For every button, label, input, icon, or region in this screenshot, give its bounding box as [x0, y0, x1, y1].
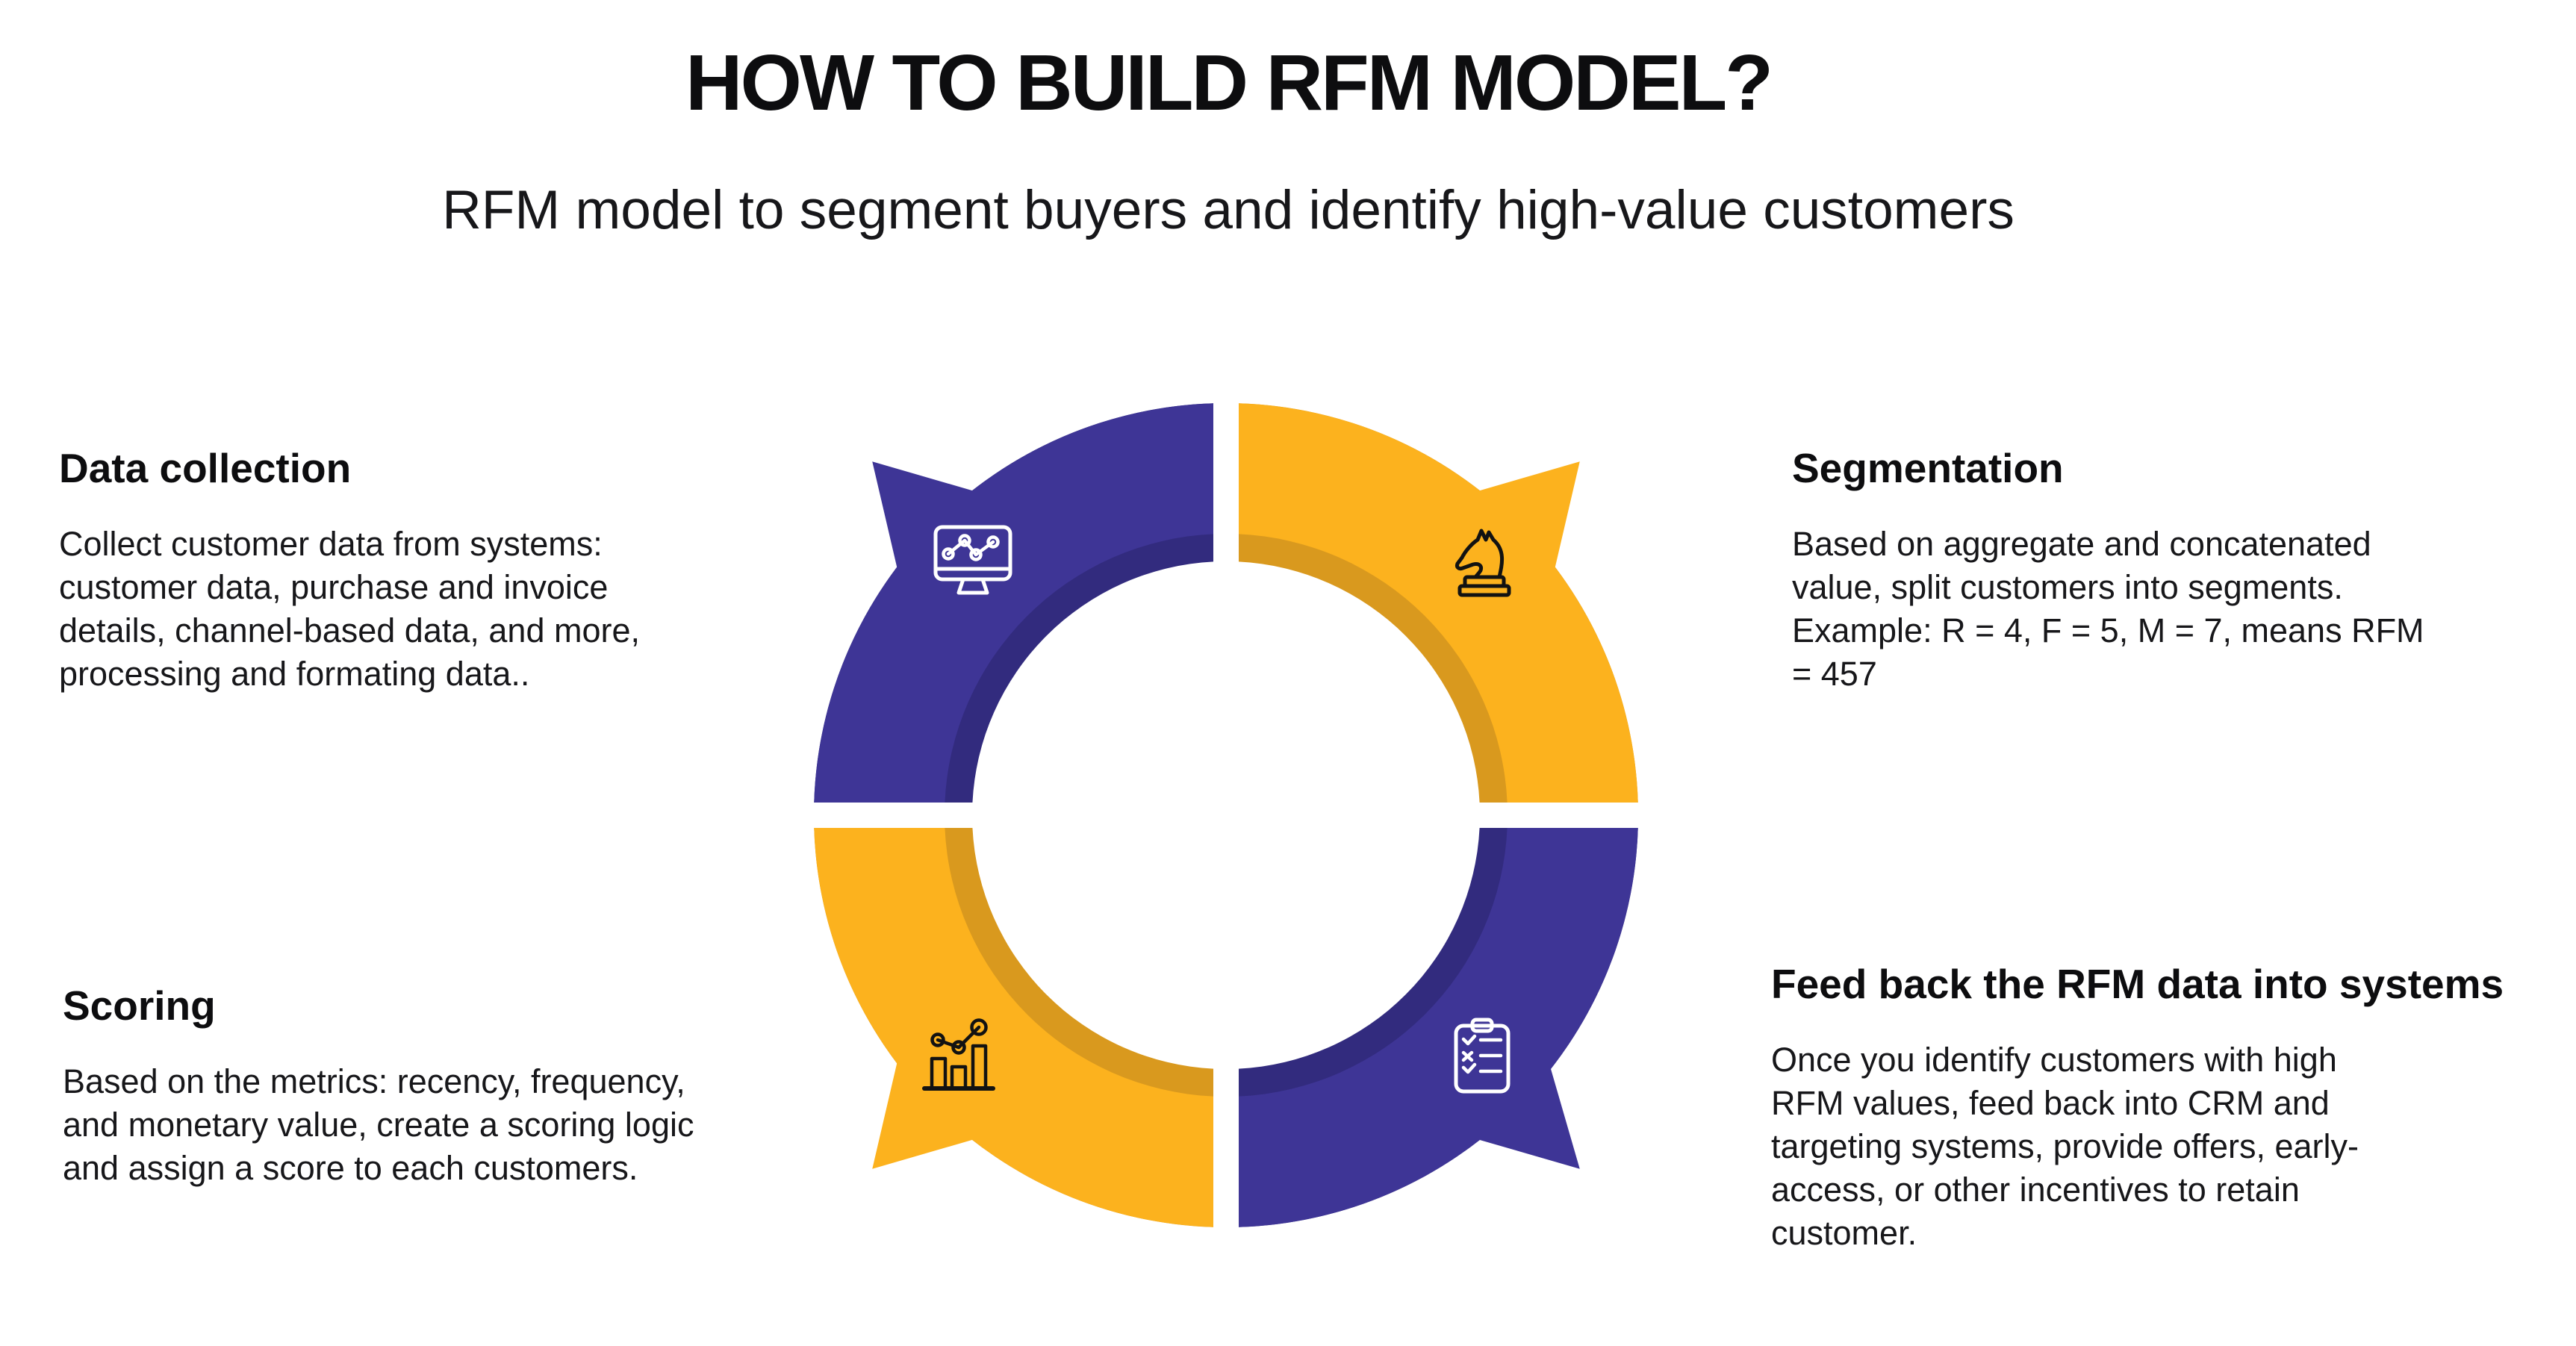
clipboard-checklist-icon [1454, 1018, 1511, 1094]
block-scoring: Scoring Based on the metrics: recency, f… [63, 985, 809, 1190]
block-segmentation-heading: Segmentation [1792, 445, 2064, 491]
block-data-collection-body: Collect customer data from systems: cust… [59, 525, 641, 693]
block-data-collection: Data collection Collect customer data fr… [59, 448, 791, 696]
block-scoring-heading: Scoring [63, 982, 216, 1029]
block-data-collection-heading: Data collection [59, 445, 352, 491]
cycle-segment-bottom-right [1239, 828, 1638, 1227]
page-title: HOW TO BUILD RFM MODEL? [685, 39, 1773, 127]
bar-chart-trend-icon [922, 1018, 995, 1091]
block-feedback-body: Once you identify customers with high RF… [1771, 1041, 2359, 1252]
page-subtitle: RFM model to segment buyers and identify… [442, 180, 2015, 240]
monitor-line-chart-icon [933, 525, 1012, 595]
cycle-segment-bottom-left [814, 828, 1213, 1227]
block-scoring-body: Based on the metrics: recency, frequency… [63, 1062, 694, 1187]
rfm-cycle-diagram [814, 403, 1638, 1227]
chess-knight-icon [1455, 529, 1511, 597]
block-feedback-heading: Feed back the RFM data into systems [1771, 961, 2504, 1007]
cycle-segment-top-right [1239, 403, 1638, 803]
block-segmentation-body: Based on aggregate and concatenated valu… [1792, 525, 2424, 693]
block-feedback: Feed back the RFM data into systems Once… [1771, 964, 2548, 1255]
block-segmentation: Segmentation Based on aggregate and conc… [1792, 448, 2546, 696]
cycle-segment-top-left [814, 403, 1213, 803]
